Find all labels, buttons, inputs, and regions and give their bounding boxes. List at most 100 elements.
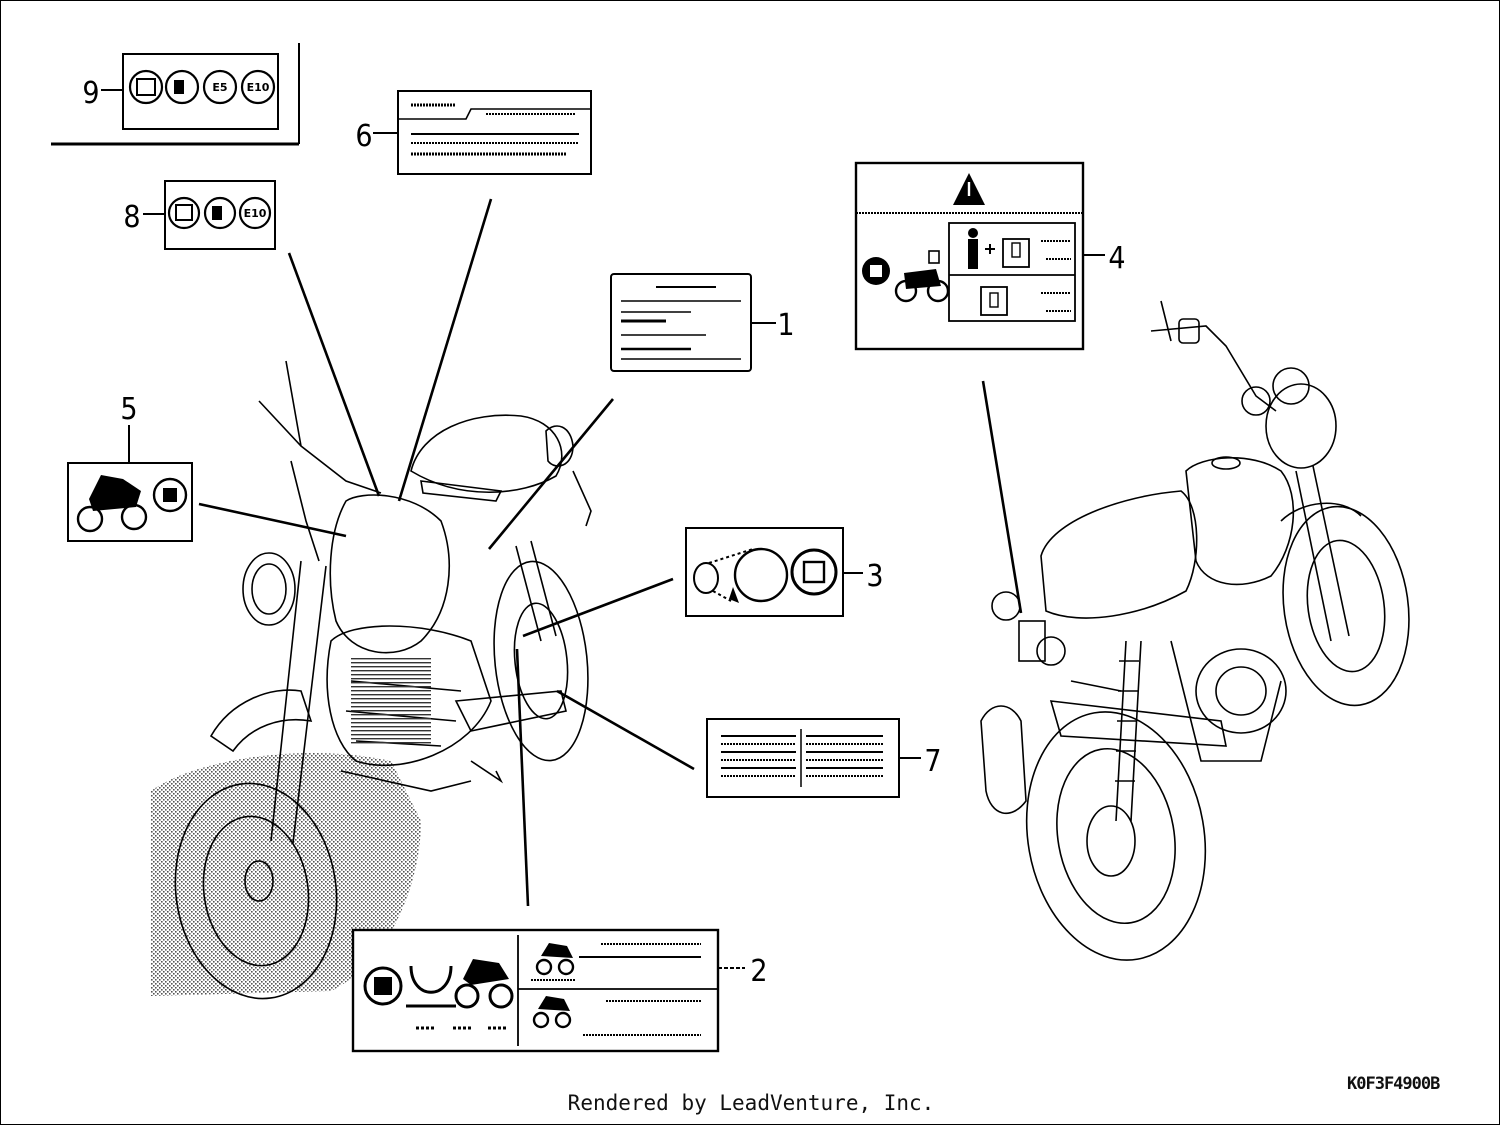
label-9-group	[51, 43, 300, 146]
label-2-border	[351, 928, 720, 1053]
motorcycle-icon-body	[463, 959, 509, 985]
rear-wheel-rim	[1056, 747, 1176, 925]
motorcycle-icon-wheel	[557, 958, 575, 976]
motorcycle-icon-body	[89, 475, 141, 511]
callout-2: 2	[750, 954, 767, 989]
engine-frame	[1170, 640, 1282, 762]
leader-6	[397, 198, 493, 502]
motorcycle-icon-wheel	[532, 1011, 550, 1029]
chain-icon-large-sprocket	[733, 547, 789, 603]
label-6: 6	[355, 90, 592, 175]
label-6-tab	[398, 108, 591, 120]
motorcycle-icon-wheel	[535, 958, 553, 976]
engine-cover-inner	[1215, 666, 1267, 716]
front-wheel	[174, 782, 338, 1000]
swingarm	[1049, 700, 1227, 747]
headlight	[1265, 383, 1337, 469]
front-fork	[1295, 465, 1350, 642]
leader-5	[198, 502, 347, 538]
fuel-pump-body	[212, 206, 222, 220]
rear-wheel	[1025, 711, 1207, 961]
manual-icon	[363, 966, 403, 1006]
seat	[1040, 490, 1198, 619]
callout-6: 6	[355, 119, 372, 154]
footer-credit: Rendered by LeadVenture, Inc.	[567, 1091, 935, 1115]
front-fender	[209, 689, 313, 753]
cargo-icon	[980, 286, 1008, 316]
lower-frame	[340, 770, 472, 792]
motorcycle-right-view	[980, 300, 1410, 961]
motorcycle-icon-wheel	[554, 1011, 572, 1029]
leader-3	[522, 577, 674, 638]
chain-icon-small-sprocket	[693, 562, 719, 594]
label-1: 1	[610, 273, 795, 372]
label-8: E10 8	[123, 180, 276, 250]
engine-block	[326, 625, 492, 767]
cargo-icon-inner	[989, 292, 999, 308]
tire-pressure-icon	[409, 965, 453, 994]
leader-4	[981, 380, 1023, 614]
motorcycle-icon-wheel	[488, 983, 514, 1009]
diagram-code: K0F3F4900B	[1347, 1074, 1440, 1094]
rear-frame	[572, 470, 592, 527]
cargo-icon	[1002, 238, 1030, 268]
manual-icon	[128, 69, 164, 105]
callout-7: 7	[924, 744, 941, 779]
motorcycle-icon-wheel	[454, 983, 480, 1009]
rear-wheel	[493, 560, 589, 762]
label-3-border	[685, 527, 844, 617]
rear-shock	[515, 540, 557, 642]
handlebar	[1150, 300, 1277, 412]
e10-fuel-icon	[240, 69, 276, 105]
label-5: 5	[67, 392, 193, 542]
turn-signal-left	[991, 591, 1021, 621]
front-hub	[244, 860, 274, 902]
label-6-border	[397, 90, 592, 175]
fuel-pump-body	[174, 80, 184, 94]
e10-small-text: E10	[247, 81, 270, 94]
callout-4: 4	[1108, 241, 1125, 276]
label-7: 7	[706, 718, 942, 798]
e10-fuel-icon	[238, 196, 272, 230]
cargo-icon-inner	[1011, 242, 1021, 258]
rear-fender	[980, 705, 1027, 815]
motorcycle-left-view	[151, 360, 592, 1000]
fuel-cap	[1211, 456, 1241, 470]
shock-spring	[1115, 660, 1139, 782]
front-brake-disc	[202, 815, 310, 967]
e5-text: E5	[212, 81, 227, 94]
motorcycle-icon-body	[904, 269, 941, 289]
handlebar-left	[258, 360, 382, 494]
front-fender	[1280, 502, 1362, 522]
manual-icon-book	[136, 78, 156, 96]
rider-icon-body	[968, 239, 978, 269]
motorcycle-icon-wheel	[76, 505, 104, 533]
leader-7	[556, 689, 695, 771]
engine-shading	[351, 656, 431, 746]
seat-strap	[420, 480, 503, 502]
fuel-tank	[329, 494, 450, 654]
callout-9: 9	[82, 76, 99, 111]
callout-1: 1	[777, 308, 794, 343]
manual-icon-book	[163, 488, 177, 502]
headlight-lens	[251, 563, 287, 615]
arrow-icon	[729, 587, 739, 603]
footpeg	[470, 760, 504, 784]
motorcycle-icon-body	[541, 943, 573, 958]
manual-icon	[790, 548, 838, 596]
rear-hub	[1086, 805, 1136, 877]
frame-tube	[1070, 680, 1122, 692]
luggage-icon	[928, 250, 940, 264]
callout-3: 3	[866, 559, 883, 594]
engine-cover	[1195, 648, 1287, 734]
label-7-text-right	[806, 735, 883, 777]
instrument-left	[1272, 367, 1310, 405]
instrument-right	[1241, 386, 1271, 416]
load-info-box	[948, 222, 1076, 322]
e10-text: E10	[244, 207, 267, 220]
label-7-text-left	[721, 735, 796, 777]
rear-shock	[1115, 640, 1142, 822]
front-wheel	[1282, 505, 1410, 707]
manual-icon	[167, 196, 201, 230]
leader-8	[287, 252, 381, 497]
